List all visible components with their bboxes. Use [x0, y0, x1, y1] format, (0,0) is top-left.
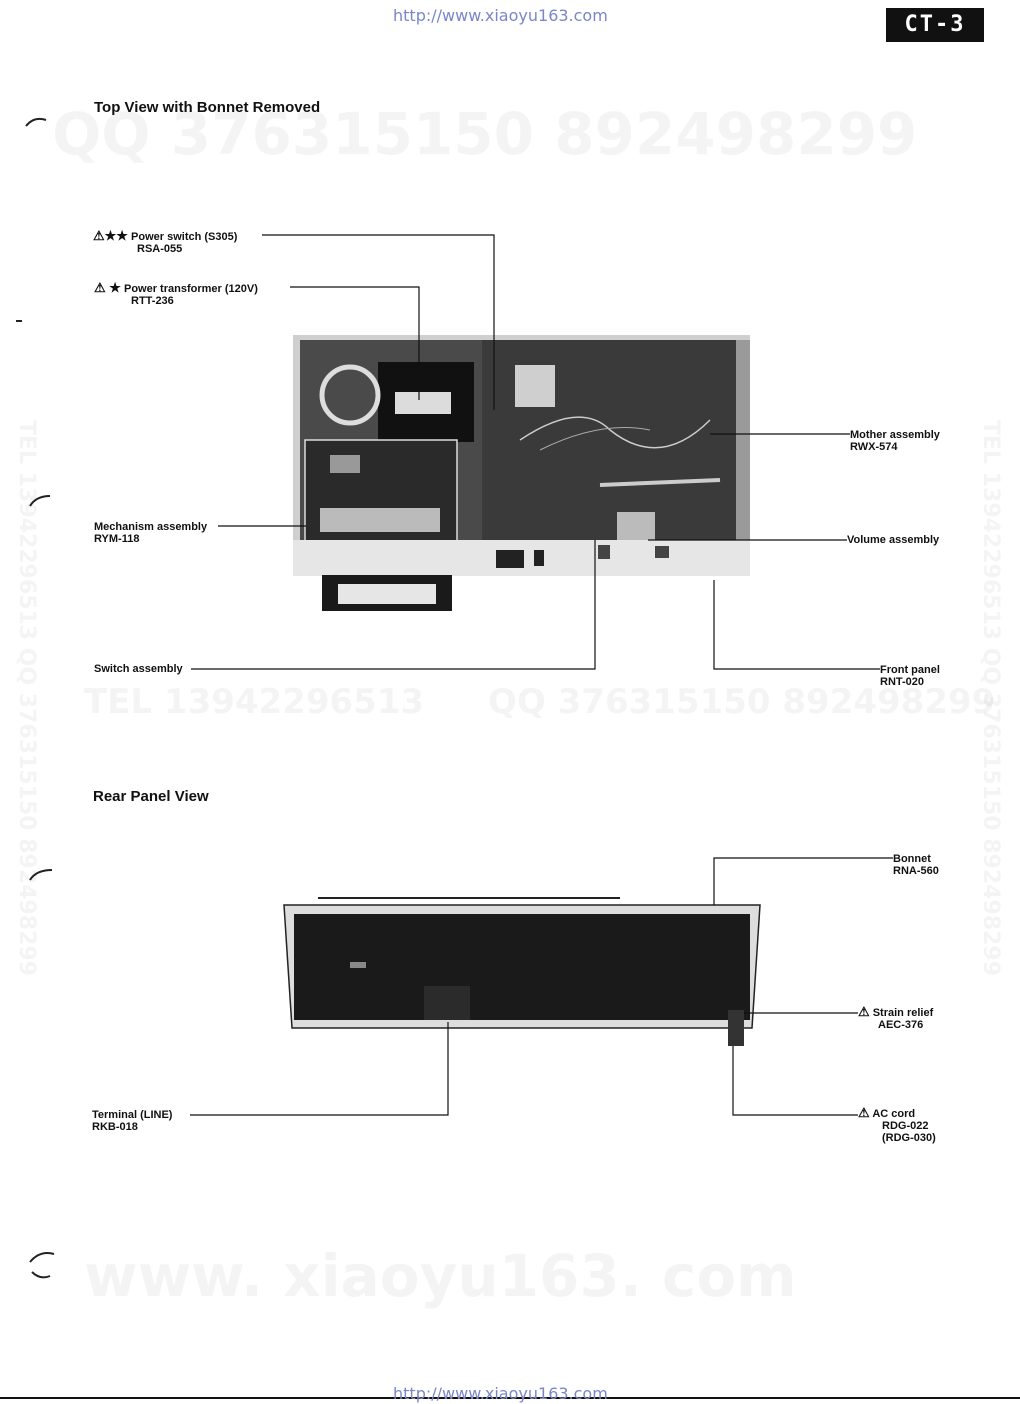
label-strain-relief: ⚠ Strain relief AEC-376 — [858, 1004, 934, 1031]
warning-icon: ⚠ — [858, 1004, 870, 1019]
rear-view-leader-lines — [190, 857, 893, 1116]
top-view-title: Top View with Bonnet Removed — [94, 99, 321, 116]
rear-view-title: Rear Panel View — [93, 788, 209, 805]
label-name: Mother assembly — [850, 429, 940, 441]
label-name: Strain relief — [872, 1007, 934, 1019]
label-part: RKB-018 — [92, 1121, 138, 1133]
label-front-panel: Front panel RNT-020 — [880, 664, 940, 688]
label-part: RNT-020 — [880, 676, 925, 688]
top-view-photo — [293, 335, 750, 611]
label-name: Switch assembly — [94, 663, 183, 675]
warning-icon: ⚠★★ — [93, 228, 128, 243]
label-part: RYM-118 — [94, 533, 140, 545]
label-terminal-line: Terminal (LINE) RKB-018 — [92, 1109, 172, 1133]
label-name: Power switch (S305) — [131, 231, 238, 243]
label-mother-assembly: Mother assembly RWX-574 — [850, 429, 940, 453]
page-badge: CT-3 — [886, 8, 984, 42]
source-url-top[interactable]: http://www.xiaoyu163.com — [393, 6, 608, 25]
label-switch-assembly: Switch assembly — [94, 663, 183, 675]
label-power-switch: ⚠★★ Power switch (S305) RSA-055 — [93, 228, 238, 255]
scan-margin-marks — [16, 117, 55, 1279]
label-part: RWX-574 — [850, 441, 898, 453]
label-part: RSA-055 — [137, 243, 183, 255]
watermark-tel-mid: TEL 13942296513 — [84, 682, 424, 722]
warning-icon: ⚠ — [858, 1105, 870, 1120]
label-power-transformer: ⚠ ★ Power transformer (120V) RTT-236 — [94, 280, 258, 307]
label-name: AC cord — [872, 1108, 916, 1120]
watermark-qq-mid: QQ 376315150 892498299 — [488, 682, 995, 722]
label-part: RDG-022 — [882, 1120, 929, 1132]
label-part: RTT-236 — [131, 295, 174, 307]
warning-icon: ⚠ ★ — [94, 280, 121, 295]
label-name: Mechanism assembly — [94, 521, 208, 533]
label-ac-cord: ⚠ AC cord RDG-022 (RDG-030) — [858, 1105, 936, 1144]
watermark-vertical-left: TEL 13942296513 QQ 376315150 892498299 — [14, 420, 39, 976]
label-name: Bonnet — [893, 853, 931, 865]
watermark-vertical-right: TEL 13942296513 QQ 376315150 892498299 — [978, 420, 1003, 976]
label-name: Power transformer (120V) — [123, 283, 258, 295]
label-volume-assembly: Volume assembly — [847, 534, 939, 546]
label-part: AEC-376 — [878, 1019, 924, 1031]
watermark-site-bottom: www. xiaoyu163. com — [84, 1242, 797, 1310]
label-mechanism-assembly: Mechanism assembly RYM-118 — [94, 521, 207, 545]
label-name: Volume assembly — [847, 534, 940, 546]
watermark-qq-top: QQ 376315150 892498299 — [52, 100, 917, 168]
label-name: Terminal (LINE) — [92, 1109, 173, 1121]
label-name: Front panel — [880, 664, 940, 676]
label-bonnet: Bonnet RNA-560 — [893, 853, 939, 877]
source-url-bottom[interactable]: http://www.xiaoyu163.com — [393, 1384, 608, 1403]
top-view-leader-lines — [191, 234, 880, 670]
label-part-alt: (RDG-030) — [882, 1132, 936, 1144]
label-part: RNA-560 — [893, 865, 939, 877]
rear-view-photo — [283, 897, 761, 1046]
